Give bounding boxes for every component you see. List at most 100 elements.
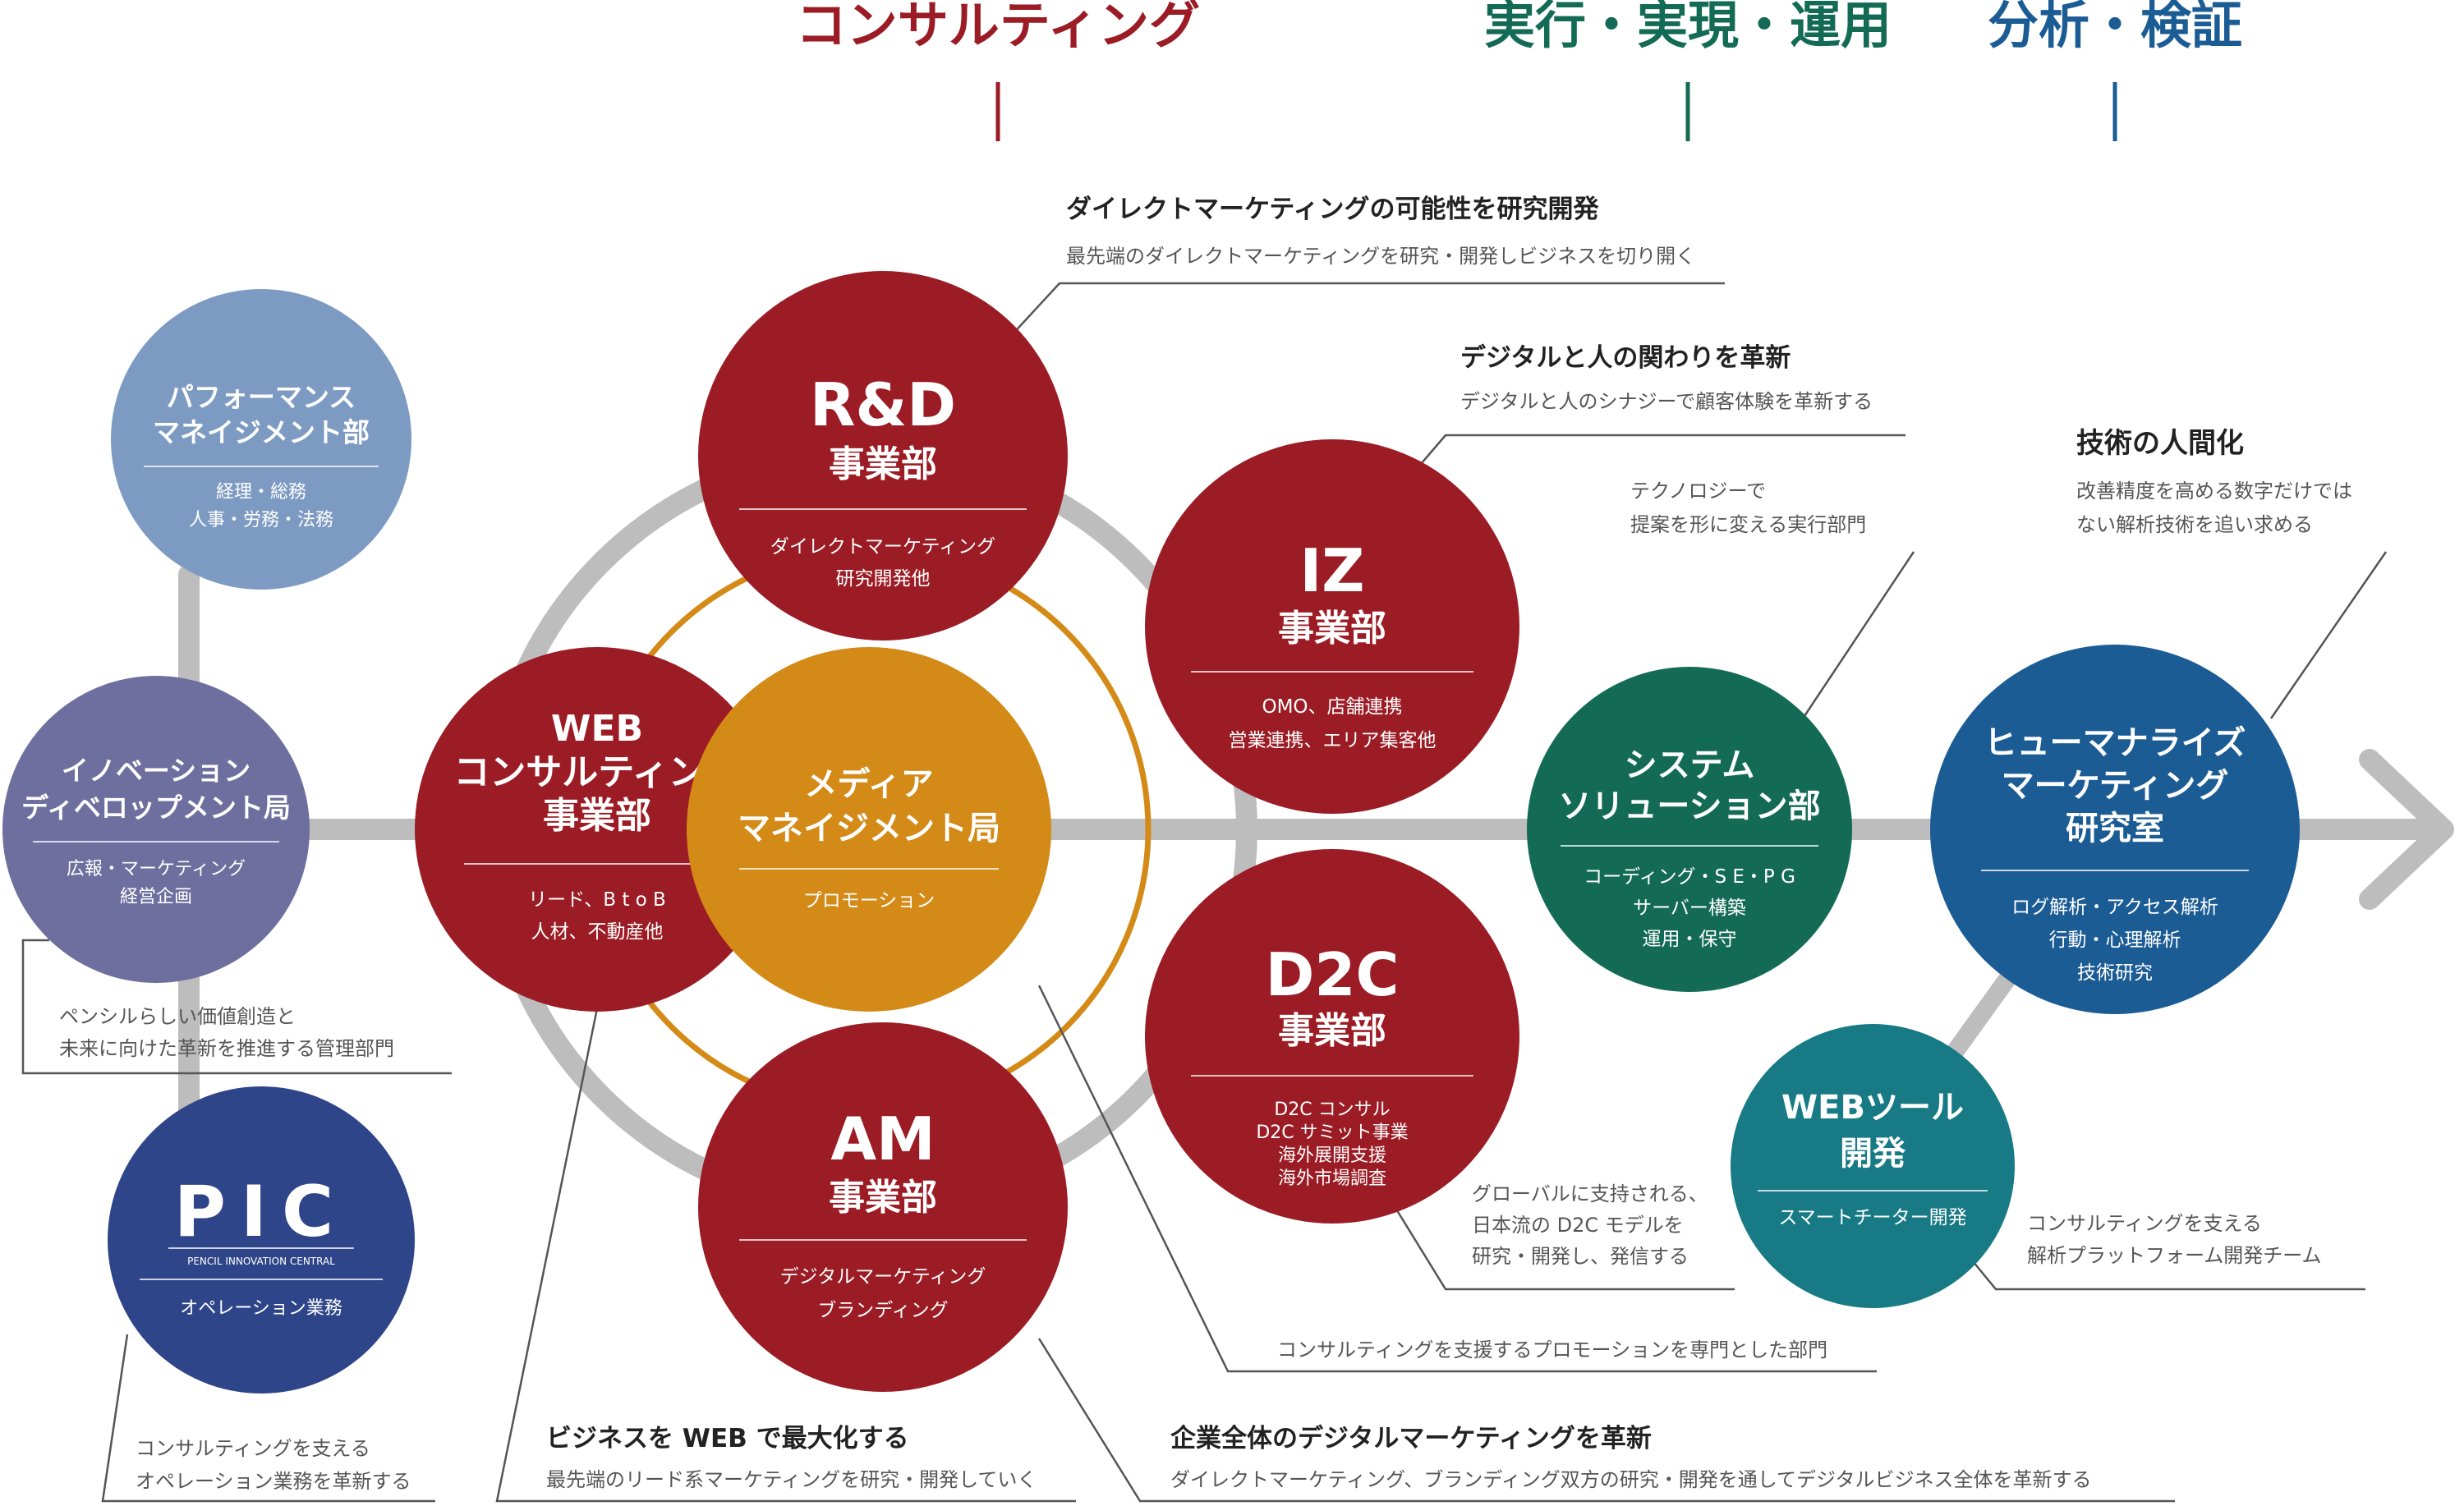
humanize-title-2: マーケティング bbox=[2002, 767, 2229, 805]
innovation-title-1: イノベーション bbox=[62, 755, 251, 787]
performance-circle bbox=[111, 289, 411, 590]
performance-title-1: パフォーマンス bbox=[167, 381, 356, 413]
am-title-1: 事業部 bbox=[829, 1177, 937, 1219]
system-leader bbox=[1801, 551, 1915, 719]
d2c-sub-3: 海外展開支援 bbox=[1278, 1146, 1386, 1166]
web-consulting-title-3: 事業部 bbox=[543, 795, 651, 837]
innovation-note-line-2: 未来に向けた革新を推進する管理部門 bbox=[59, 1037, 394, 1060]
webtool-circle bbox=[1731, 1024, 2015, 1308]
node-pic[interactable]: PIC PENCIL INNOVATION CENTRAL オペレーション業務 bbox=[108, 1086, 415, 1394]
annotation-iz: デジタルと人の関わりを革新 デジタルと人のシナジーで顧客体験を革新する bbox=[1460, 343, 1873, 413]
web-note-heading: ビジネスを WEB で最大化する bbox=[546, 1424, 909, 1453]
node-media[interactable]: メディア マネイジメント局 プロモーション bbox=[687, 647, 1051, 1012]
node-performance[interactable]: パフォーマンス マネイジメント部 経理・総務 人事・労務・法務 bbox=[111, 289, 411, 590]
annotation-innovation: ペンシルらしい価値創造と 未来に向けた革新を推進する管理部門 bbox=[59, 1005, 394, 1060]
rd-big-label: R&D bbox=[810, 370, 956, 439]
am-circle bbox=[698, 1022, 1068, 1392]
header-execution: 実行・実現・運用 bbox=[1484, 0, 1892, 141]
d2c-title-1: 事業部 bbox=[1278, 1010, 1386, 1052]
iz-note-heading: デジタルと人の関わりを革新 bbox=[1460, 343, 1791, 373]
rd-note-line-1: 最先端のダイレクトマーケティングを研究・開発しビジネスを切り開く bbox=[1066, 245, 1695, 268]
annotation-media: コンサルティングを支援するプロモーションを専門とした部門 bbox=[1277, 1338, 1827, 1361]
node-iz[interactable]: IZ 事業部 OMO、店舗連携 営業連携、エリア集客他 bbox=[1145, 439, 1519, 814]
annotations: ダイレクトマーケティングの可能性を研究開発 最先端のダイレクトマーケティングを研… bbox=[59, 195, 2352, 1493]
humanize-note-heading: 技術の人間化 bbox=[2076, 427, 2244, 460]
node-rd[interactable]: R&D 事業部 ダイレクトマーケティング 研究開発他 bbox=[698, 271, 1068, 641]
iz-sub-1: OMO、店舗連携 bbox=[1262, 696, 1402, 718]
d2c-sub-4: 海外市場調査 bbox=[1278, 1169, 1386, 1189]
node-am[interactable]: AM 事業部 デジタルマーケティング ブランディング bbox=[698, 1022, 1068, 1392]
media-note-line-1: コンサルティングを支援するプロモーションを専門とした部門 bbox=[1277, 1338, 1827, 1361]
am-leader bbox=[1037, 1338, 2175, 1503]
web-consulting-sub-2: 人材、不動産他 bbox=[531, 921, 664, 943]
system-circle bbox=[1527, 667, 1852, 992]
node-system[interactable]: システム ソリューション部 コーディング・S E・P G サーバー構築 運用・保… bbox=[1527, 667, 1852, 992]
pic-circle bbox=[108, 1086, 415, 1394]
d2c-note-line-3: 研究・開発し、発信する bbox=[1472, 1245, 1689, 1268]
media-title-2: マネイジメント局 bbox=[738, 810, 1000, 847]
rd-leader bbox=[1009, 282, 1725, 337]
innovation-circle bbox=[2, 676, 310, 983]
humanize-title-1: ヒューマナライズ bbox=[1984, 724, 2246, 762]
performance-sub-2: 人事・労務・法務 bbox=[189, 510, 333, 530]
annotation-humanize: 技術の人間化 改善精度を高める数字だけでは ない解析技術を追い求める bbox=[2076, 427, 2352, 536]
web-leader bbox=[495, 1008, 1076, 1503]
leader-lines bbox=[21, 282, 2388, 1503]
pic-logo-sub: PENCIL INNOVATION CENTRAL bbox=[187, 1256, 335, 1267]
am-sub-1: デジタルマーケティング bbox=[780, 1266, 986, 1288]
node-web-consulting[interactable]: WEB コンサルティング 事業部 リード、B t o B 人材、不動産他 bbox=[415, 647, 779, 1012]
header-execution-label: 実行・実現・運用 bbox=[1484, 0, 1892, 55]
am-note-line-1: ダイレクトマーケティング、ブランディング双方の研究・開発を通してデジタルビジネス… bbox=[1170, 1468, 2092, 1491]
arrow-head bbox=[2359, 749, 2454, 910]
am-note-heading: 企業全体のデジタルマーケティングを革新 bbox=[1170, 1424, 1652, 1453]
innovation-note-line-1: ペンシルらしい価値創造と bbox=[59, 1005, 296, 1028]
webtool-title-2: 開発 bbox=[1840, 1135, 1906, 1173]
humanize-note-line-2: ない解析技術を追い求める bbox=[2076, 513, 2313, 536]
d2c-circle bbox=[1145, 849, 1519, 1224]
iz-note-line-1: デジタルと人のシナジーで顧客体験を革新する bbox=[1460, 390, 1873, 413]
humanize-leader bbox=[2269, 551, 2388, 719]
am-sub-2: ブランディング bbox=[817, 1300, 948, 1321]
web-consulting-circle bbox=[415, 647, 779, 1012]
d2c-note-line-1: グローバルに支持される、 bbox=[1472, 1182, 1708, 1205]
rd-note-heading: ダイレクトマーケティングの可能性を研究開発 bbox=[1066, 195, 1600, 224]
system-sub-3: 運用・保守 bbox=[1643, 929, 1737, 950]
iz-big-label: IZ bbox=[1300, 536, 1365, 605]
webtool-title-1: WEBツール bbox=[1781, 1089, 1964, 1127]
innovation-sub-1: 広報・マーケティング bbox=[67, 859, 246, 879]
header-analysis: 分析・検証 bbox=[1988, 0, 2242, 141]
system-note-line-2: 提案を形に変える実行部門 bbox=[1630, 513, 1866, 536]
webtool-sub-1: スマートチーター開発 bbox=[1778, 1207, 1966, 1228]
node-webtool[interactable]: WEBツール 開発 スマートチーター開発 bbox=[1731, 1024, 2015, 1308]
humanize-note-line-1: 改善精度を高める数字だけでは bbox=[2076, 480, 2352, 503]
header-consulting: コンサルティング bbox=[796, 0, 1200, 141]
media-title-1: メディア bbox=[804, 765, 933, 803]
media-circle bbox=[687, 647, 1051, 1012]
department-nodes: パフォーマンス マネイジメント部 経理・総務 人事・労務・法務 イノベーション … bbox=[2, 271, 2300, 1394]
node-humanize[interactable]: ヒューマナライズ マーケティング 研究室 ログ解析・アクセス解析 行動・心理解析… bbox=[1930, 645, 2300, 1014]
annotation-am: 企業全体のデジタルマーケティングを革新 ダイレクトマーケティング、ブランディング… bbox=[1170, 1424, 2092, 1491]
humanize-title-3: 研究室 bbox=[2066, 810, 2164, 847]
humanize-sub-2: 行動・心理解析 bbox=[2049, 930, 2181, 951]
annotation-webtool: コンサルティングを支える 解析プラットフォーム開発チーム bbox=[2027, 1212, 2322, 1267]
d2c-big-label: D2C bbox=[1266, 940, 1400, 1009]
node-d2c[interactable]: D2C 事業部 D2C コンサル D2C サミット事業 海外展開支援 海外市場調… bbox=[1145, 849, 1519, 1224]
annotation-web: ビジネスを WEB で最大化する 最先端のリード系マーケティングを研究・開発して… bbox=[546, 1424, 1037, 1491]
node-innovation[interactable]: イノベーション ディベロップメント局 広報・マーケティング 経営企画 bbox=[2, 676, 310, 983]
system-sub-2: サーバー構築 bbox=[1633, 898, 1746, 919]
pic-sub-1: オペレーション業務 bbox=[180, 1298, 342, 1319]
d2c-sub-1: D2C コンサル bbox=[1274, 1100, 1390, 1120]
pic-note-line-1: コンサルティングを支える bbox=[136, 1437, 370, 1460]
rd-title-1: 事業部 bbox=[829, 443, 937, 485]
rd-circle bbox=[698, 271, 1068, 641]
humanize-circle bbox=[1930, 645, 2300, 1014]
pic-leader bbox=[101, 1334, 435, 1503]
innovation-sub-2: 経営企画 bbox=[120, 887, 192, 907]
d2c-note-line-2: 日本流の D2C モデルを bbox=[1472, 1214, 1684, 1237]
system-title-1: システム bbox=[1625, 746, 1755, 784]
humanize-sub-1: ログ解析・アクセス解析 bbox=[2011, 897, 2218, 918]
web-consulting-title-1: WEB bbox=[551, 708, 643, 750]
am-big-label: AM bbox=[830, 1104, 935, 1173]
performance-sub-1: 経理・総務 bbox=[216, 482, 306, 503]
